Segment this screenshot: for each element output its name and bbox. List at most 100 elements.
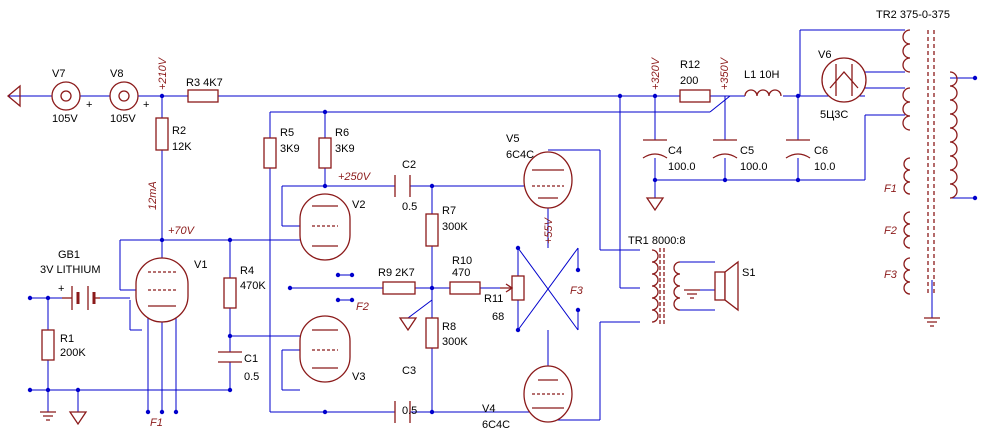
c3-label: C3 [402,365,416,377]
v5-label: V5 [506,133,519,145]
r3-label: R3 4K7 [186,77,223,89]
r2-label: R2 [172,125,186,137]
r9-label: R9 2K7 [378,267,415,279]
c5-value: 100.0 [740,161,768,173]
voltage-plus55: +55V [543,216,555,244]
r4-label: R4 [240,265,254,277]
r12-label: R12 [680,59,700,71]
gb1-type: 3V LITHIUM [40,264,101,276]
r4-resistor [223,277,237,309]
s1-speaker-icon [714,260,739,312]
r2-resistor [155,117,169,151]
v7-value: 105V [52,113,78,125]
voltage-plus70: +70V [168,225,196,237]
v4-label: V4 [482,403,495,415]
r7-resistor [425,213,439,247]
r11-value: 68 [492,311,504,323]
c4-label: C4 [668,145,682,157]
r3-resistor [187,89,219,103]
s1-label: S1 [742,267,755,279]
r8-value: 300K [442,336,468,348]
v2-tube [299,193,351,261]
c4-value: 100.0 [668,161,696,173]
gb1-battery [62,286,100,310]
v8-label: V8 [110,68,123,80]
v7-plus: + [86,99,92,111]
c1-capacitor [218,351,242,363]
r4-value: 470K [240,280,266,292]
v8-value: 105V [110,113,136,125]
r10-label: R10 [452,255,472,267]
c5-capacitor [712,139,738,159]
c2-value: 0.5 [402,201,417,213]
c6-capacitor [785,139,811,159]
v3-tube [299,315,351,383]
voltage-plus210: +210V [157,56,169,90]
l1-choke [744,89,782,97]
v8-plus: + [143,99,149,111]
c5-label: C5 [740,145,754,157]
v6-type: 5Ц3С [820,109,848,121]
r10-value: 470 [452,267,470,279]
r5-value: 3K9 [280,143,300,155]
r10-resistor [449,281,481,295]
v2-label: V2 [352,199,365,211]
tr2-f2-label: F2 [884,225,897,237]
r11-wiper-arrow [500,283,514,293]
v1-tube [135,257,189,323]
v6-rectifier-tube [821,57,867,103]
r6-value: 3K9 [335,143,355,155]
voltage-plus250: +250V [338,171,372,183]
r12-value: 200 [680,75,698,87]
v7-label: V7 [52,68,65,80]
voltage-plus350: +350V [719,56,731,90]
tr2-f3-label: F3 [884,269,898,281]
c6-value: 10.0 [814,161,835,173]
v3-label: V3 [352,371,365,383]
input-terminal-icon [6,84,21,108]
r9-resistor [382,281,416,295]
r8-label: R8 [442,321,456,333]
c6-label: C6 [814,145,828,157]
r1-value: 200K [60,347,86,359]
r6-resistor [318,137,332,169]
r12-resistor [679,89,711,103]
r1-label: R1 [60,333,74,345]
gb1-label: GB1 [58,249,80,261]
v5-type: 6C4C [506,149,534,161]
c1-value: 0.5 [244,371,259,383]
f3-label: F3 [570,285,584,297]
v5-tube [523,151,573,209]
r8-resistor [425,317,439,349]
v1-label: V1 [194,259,207,271]
c1-label: C1 [244,353,258,365]
c2-label: C2 [402,159,416,171]
voltage-plus320: +320V [650,56,662,90]
v4-tube [523,365,573,423]
c3-capacitor [394,401,411,423]
l1-label: L1 10H [744,69,780,81]
v4-type: 6C4C [482,419,510,431]
r5-label: R5 [280,127,294,139]
r6-label: R6 [335,127,349,139]
tr2-power-transformer [902,29,958,295]
ground-symbol-icon [40,197,940,426]
f1-label: F1 [150,417,163,429]
tr2-label: TR2 375-0-375 [876,9,950,21]
tr1-label: TR1 8000:8 [628,235,685,247]
junction-dots [27,75,978,415]
r7-value: 300K [442,221,468,233]
r1-resistor [41,329,55,361]
v8-regulator-tube [109,81,139,111]
r5-resistor [263,137,277,169]
c4-capacitor [642,139,668,159]
tr1-output-transformer [651,248,681,324]
r2-value: 12K [172,141,192,153]
c2-capacitor [394,175,411,197]
f2-label: F2 [356,301,369,313]
r11-label: R11 [484,293,503,305]
gb1-plus: + [58,283,64,295]
r11-resistor [511,275,525,301]
v7-regulator-tube [51,81,81,111]
